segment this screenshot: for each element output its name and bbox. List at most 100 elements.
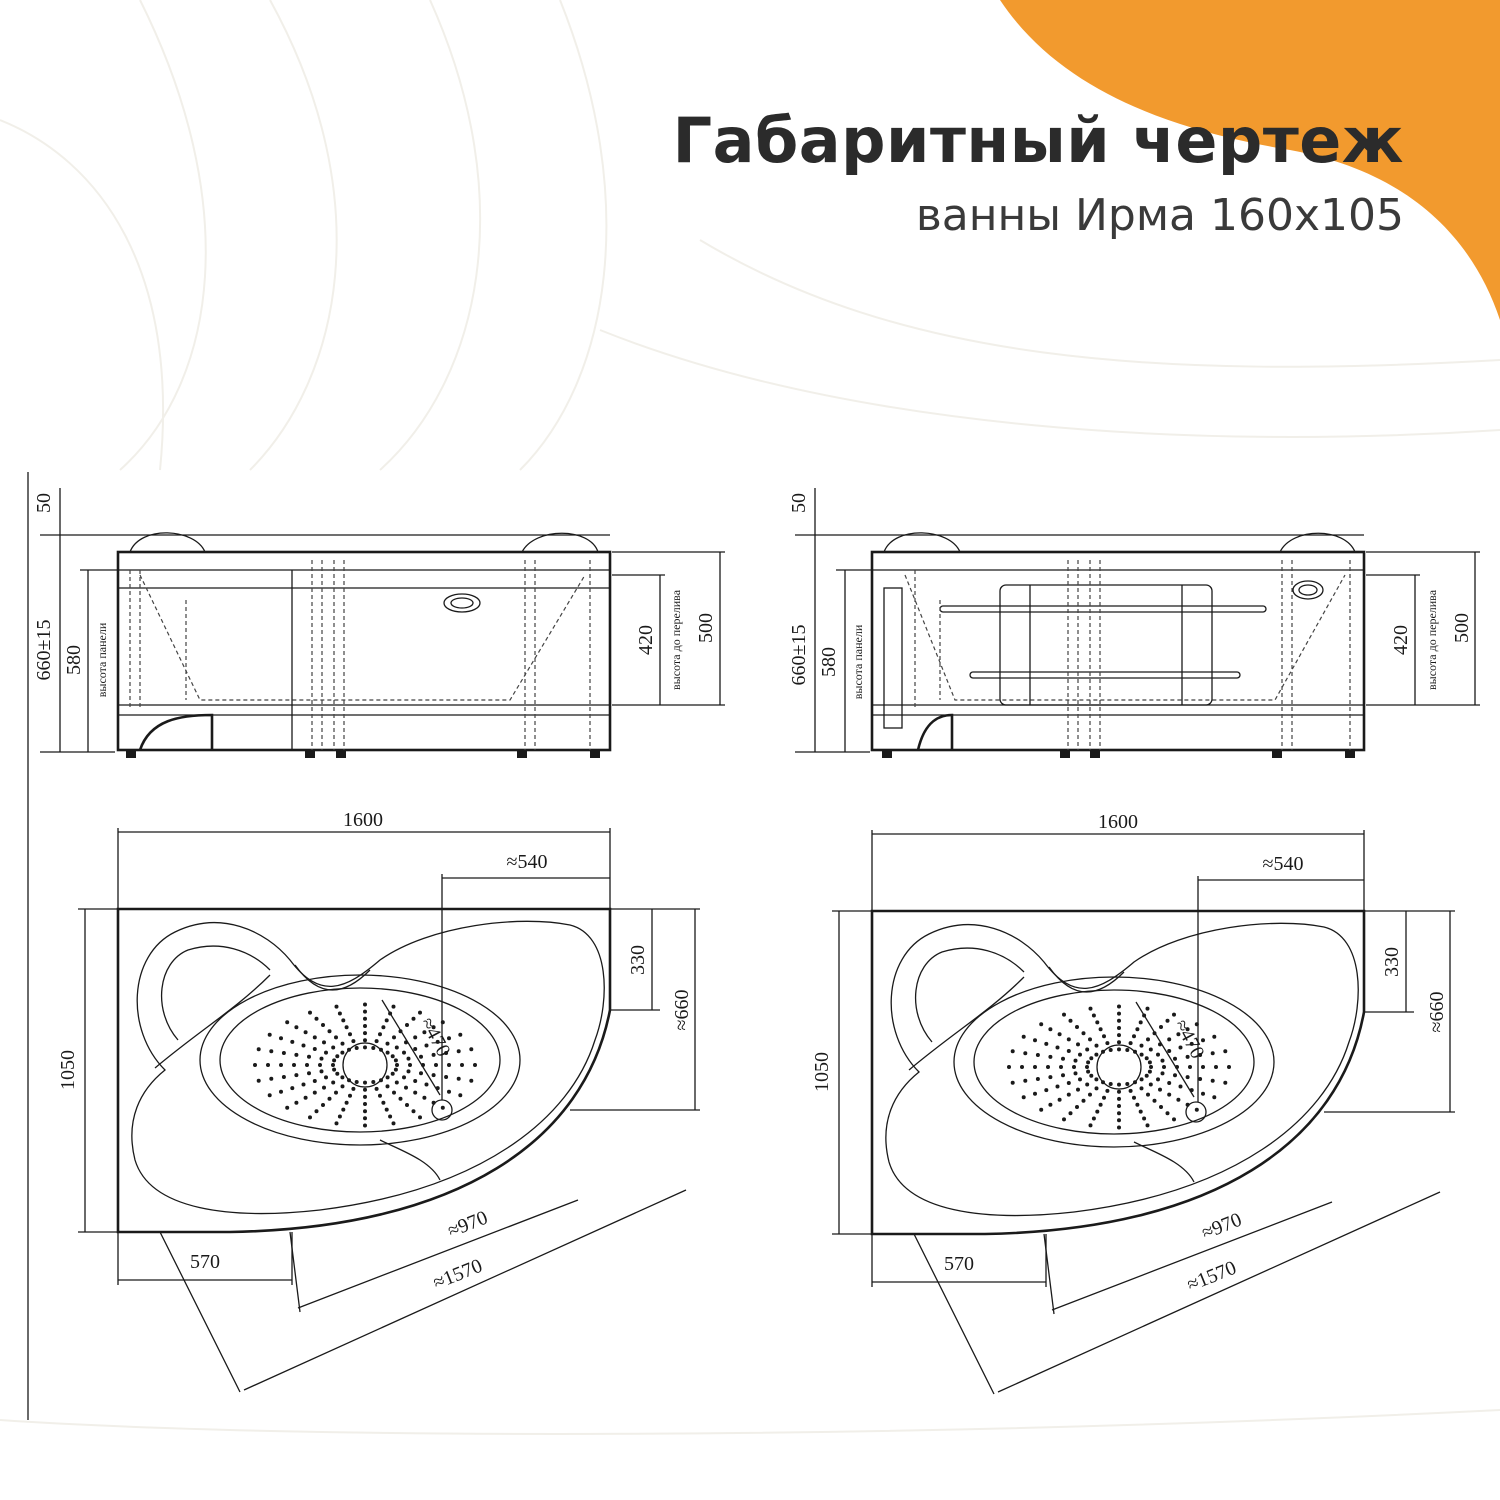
jet-dot <box>1159 1025 1163 1029</box>
jet-dot <box>363 1080 367 1085</box>
jet-dot <box>1185 1027 1190 1032</box>
dim-depth-330: 330 <box>1381 947 1403 977</box>
jet-dot <box>1128 1088 1133 1093</box>
jet-dot <box>392 1090 396 1095</box>
jet-dot <box>1068 1018 1073 1023</box>
jet-dot <box>1178 1084 1183 1089</box>
jet-dot <box>1173 1056 1177 1061</box>
drain-center <box>342 1042 388 1088</box>
jet-dot <box>1223 1049 1228 1054</box>
jet-dot <box>447 1089 451 1094</box>
jet-dot <box>294 1025 299 1030</box>
jet-dot <box>1066 1037 1071 1042</box>
jet-dot <box>322 1040 326 1045</box>
jet-dot <box>363 1024 367 1028</box>
jet-dot <box>440 1105 445 1110</box>
jet-dot <box>314 1016 319 1021</box>
jet-dot <box>404 1085 408 1090</box>
jet-dot <box>1117 1118 1121 1123</box>
jet-dot <box>1210 1051 1215 1056</box>
jet-dot <box>1046 1065 1050 1069</box>
jet-dot <box>340 1041 345 1046</box>
jet-dot <box>1146 1037 1150 1042</box>
jet-dot <box>253 1063 257 1067</box>
jet-dot <box>384 1107 389 1112</box>
jet-dot <box>322 1085 326 1090</box>
jet-dot <box>1055 1045 1060 1050</box>
jet-dot <box>1105 1088 1110 1093</box>
jet-dot <box>1089 1073 1094 1078</box>
jet-dot <box>347 1047 351 1052</box>
jet-dot <box>279 1063 283 1067</box>
jet-dot <box>269 1076 274 1081</box>
jet-dot <box>1078 1077 1082 1082</box>
jet-dot <box>363 1031 367 1036</box>
jet-dot <box>1201 1065 1205 1069</box>
jet-dot <box>1147 1060 1152 1065</box>
jet-dot <box>1078 1052 1082 1057</box>
jet-dot <box>406 1056 411 1061</box>
jet-dot <box>1173 1073 1177 1078</box>
jet-dot <box>1021 1095 1026 1100</box>
jet-dot <box>1023 1051 1028 1056</box>
jet-dot <box>1023 1078 1028 1083</box>
jet-dot <box>1066 1081 1071 1085</box>
dim-overflow-height: 420 <box>635 625 657 655</box>
jet-dot <box>334 1090 338 1095</box>
dim-total-height: 660±15 <box>788 625 810 686</box>
jet-dot <box>1167 1049 1172 1053</box>
jet-dot <box>301 1043 306 1048</box>
jet-dot <box>290 1039 295 1044</box>
jet-dot <box>256 1047 261 1052</box>
jet-dot <box>1088 1123 1093 1128</box>
jet-dot <box>1039 1022 1044 1027</box>
jet-dot <box>1133 1080 1137 1085</box>
dim-depth-660: ≈660 <box>671 990 693 1031</box>
jet-dot <box>340 1050 345 1055</box>
jet-dot <box>1160 1058 1165 1063</box>
jet-dot <box>334 1121 339 1126</box>
jet-dot <box>363 1102 367 1106</box>
jet-dot <box>321 1023 325 1027</box>
jet-dot <box>1158 1087 1162 1092</box>
jet-dot <box>381 1100 386 1105</box>
jet-dot <box>332 1067 337 1072</box>
jet-dot <box>1145 1123 1150 1128</box>
jet-dot <box>1089 1056 1094 1061</box>
jet-dot <box>347 1078 351 1083</box>
jet-dot <box>1156 1077 1160 1082</box>
jet-dot <box>1076 1087 1080 1092</box>
jet-dot <box>1188 1065 1192 1069</box>
jet-dot <box>391 1004 396 1009</box>
drain-icon <box>1185 1101 1207 1123</box>
dim-length: 1600 <box>1098 811 1138 833</box>
dim-offset-top: ≈540 <box>507 851 548 873</box>
jet-dot <box>1007 1065 1011 1069</box>
jet-dot <box>1059 1065 1063 1069</box>
jet-dot <box>1108 1082 1113 1086</box>
jet-dot <box>381 1025 386 1030</box>
jet-dot <box>256 1078 261 1083</box>
jet-dot <box>394 1045 399 1050</box>
jet-dot <box>1185 1075 1190 1080</box>
jet-dot <box>337 1114 342 1119</box>
jet-dot <box>1172 1117 1176 1122</box>
jet-dot <box>1039 1107 1044 1112</box>
jet-dot <box>1010 1080 1015 1085</box>
dim-diag-1570: ≈1570 <box>430 1255 486 1294</box>
label-overflow-height: высота до перелива <box>1425 589 1439 690</box>
bath-body <box>116 550 612 752</box>
jet-dot <box>385 1075 390 1080</box>
jet-dot <box>1081 1098 1086 1103</box>
orange-accent-shape <box>1000 0 1500 320</box>
jet-dot <box>1152 1098 1157 1103</box>
jet-dot <box>1055 1084 1060 1089</box>
jet-dot <box>1210 1078 1215 1083</box>
jet-dot <box>1072 1065 1076 1069</box>
jet-dot <box>1044 1041 1049 1046</box>
jet-dot <box>307 1071 311 1076</box>
jet-dot <box>456 1049 461 1054</box>
jet-dot <box>413 1079 418 1083</box>
